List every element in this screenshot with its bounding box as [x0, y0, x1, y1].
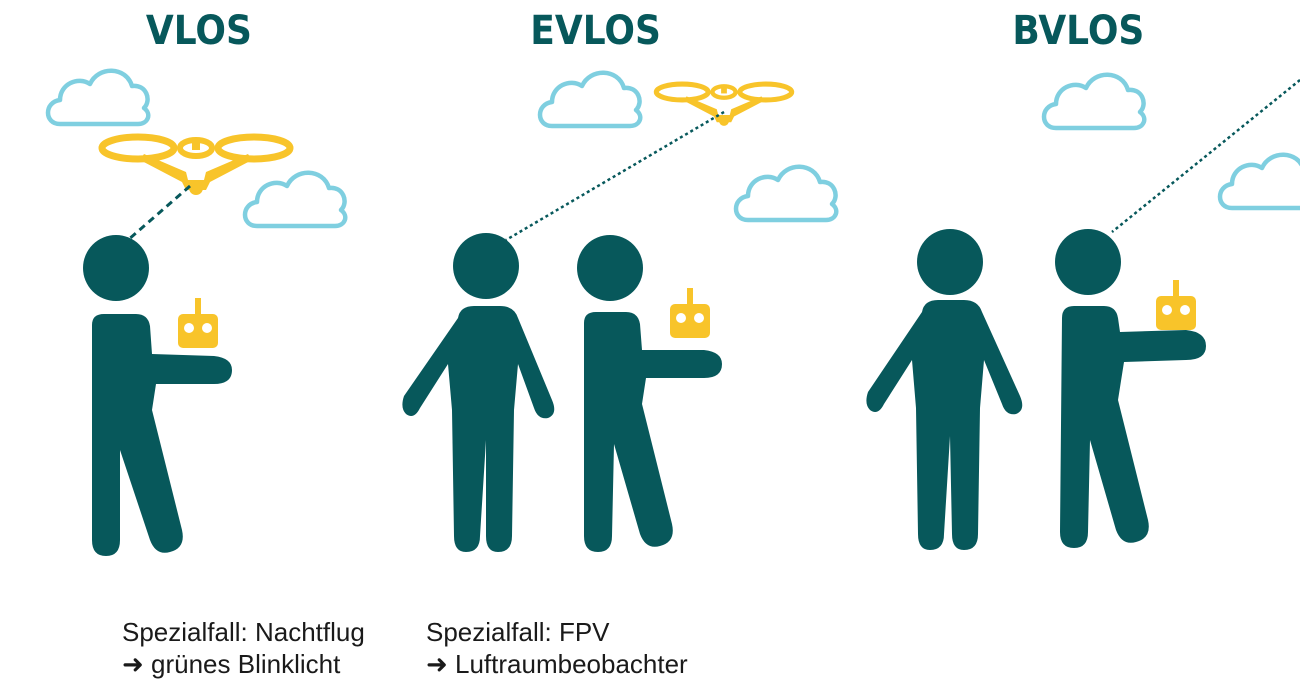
bvlos-title: BVLOS	[1012, 8, 1145, 54]
cloud-icon	[540, 73, 640, 126]
vlos-title: VLOS	[145, 8, 252, 54]
line-of-sight	[1111, 79, 1300, 233]
person-icon	[1055, 229, 1206, 548]
evlos-caption-line1: Spezialfall: FPV	[426, 617, 610, 647]
person-icon	[83, 235, 232, 556]
line-of-sight	[127, 184, 191, 242]
vlos-caption: Spezialfall: Nachtflug ➜ grünes Blinklic…	[122, 616, 365, 680]
drone-icon	[656, 84, 791, 126]
evlos-caption: Spezialfall: FPV ➜ Luftraumbeobachter	[426, 616, 688, 680]
cloud-icon	[1044, 75, 1144, 128]
remote-controller-icon	[178, 298, 218, 348]
vlos-caption-line1: Spezialfall: Nachtflug	[122, 617, 365, 647]
remote-controller-icon	[670, 288, 710, 338]
cloud-icon	[48, 71, 148, 124]
cloud-icon	[736, 167, 836, 220]
remote-controller-icon	[1156, 280, 1196, 330]
person-icon	[402, 233, 555, 552]
cloud-icon	[1220, 155, 1300, 208]
cloud-icon	[245, 173, 345, 226]
line-of-sight	[505, 110, 725, 242]
evlos-title: EVLOS	[530, 8, 661, 54]
evlos-caption-line2: ➜ Luftraumbeobachter	[426, 649, 688, 679]
person-icon	[577, 235, 722, 552]
person-icon	[866, 229, 1023, 550]
vlos-caption-line2: ➜ grünes Blinklicht	[122, 649, 341, 679]
